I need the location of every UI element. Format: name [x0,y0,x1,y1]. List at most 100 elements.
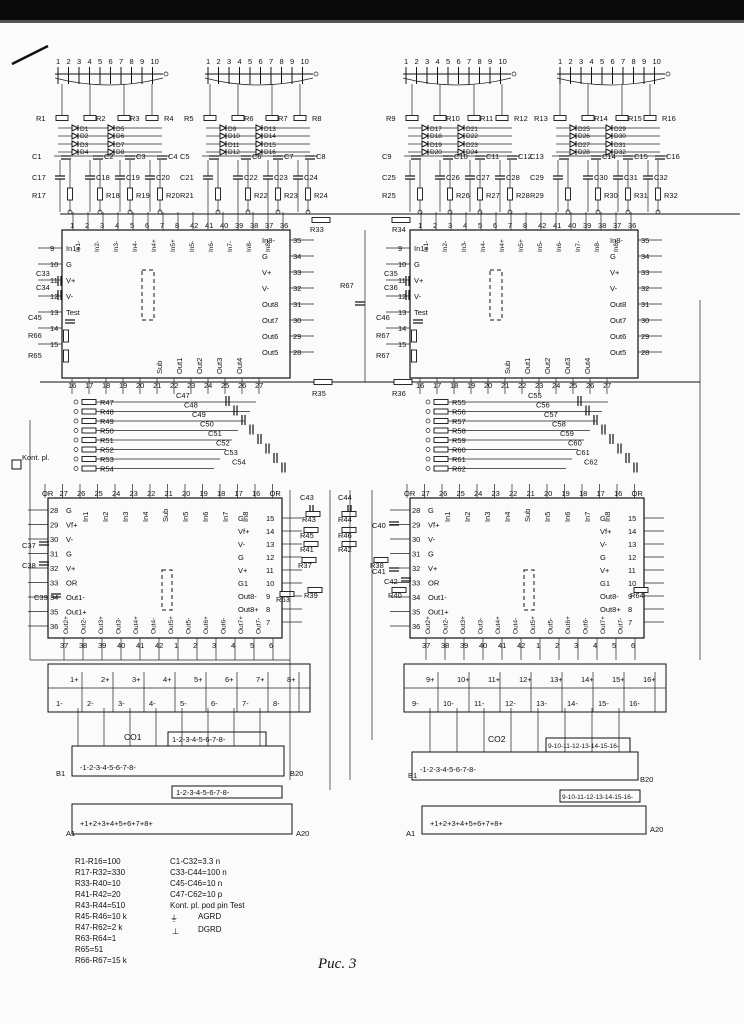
upper-left-label-In8+: In8+ [265,239,272,252]
resistor [433,446,449,453]
channel-right-14-: 14- [567,699,578,708]
channel-left-1+: 1+ [70,675,79,684]
resistor [341,541,357,547]
channel-left-6-: 6- [211,699,218,708]
upper-left-pin-2: 2 [85,221,89,230]
lower-right-label-Out4+: Out4+ [495,616,502,634]
ladder-left-C51: C51 [208,429,222,438]
upper-right-pin-19: 19 [467,381,475,390]
resistor [275,187,281,201]
label-D21: D21 [466,126,478,133]
label-C46: C46 [376,313,390,322]
label-C45: C45 [28,313,42,322]
connector-top-pin-5: 5 [446,57,450,66]
upper-left-label-In1+: In1+ [66,244,81,253]
upper-left-label-V+: V+ [262,268,272,277]
upper-right-pin-23: 23 [535,381,543,390]
label-D12: D12 [228,149,240,156]
upper-left-pin-11: 11 [50,276,58,285]
lower-right-label-In1: In1 [443,512,452,522]
resistor [433,399,449,405]
label-C19: C19 [126,173,140,182]
lower-left-pin-OR: OR [42,489,54,498]
lower-right-pin-7: 7 [628,618,632,627]
lower-left-label-G: G [238,514,244,523]
diode-icon [255,132,264,140]
lower-right-pin-36: 36 [412,622,420,631]
lower-right-pin-5: 5 [612,641,616,650]
lower-right-label-Out4-: Out4- [513,618,520,634]
lower-left-label-Out3+: Out3+ [98,616,105,634]
resistor [341,511,357,517]
ladder-left-R50: R50 [100,427,114,436]
label-C16: C16 [666,152,680,161]
label-D22: D22 [466,133,478,140]
lower-right-label-In4: In4 [503,512,512,522]
label-C36: C36 [384,283,398,292]
label-D24: D24 [466,149,478,156]
upper-left-pin-19: 19 [119,381,127,390]
legend-symbol-dgrd: DGRD [198,925,222,934]
upper-right-pin-27: 27 [603,381,611,390]
upper-left-pin-9: 9 [50,244,54,253]
resistor [391,217,411,223]
resistor [433,418,449,424]
label-R63: R63 [276,595,290,604]
label-C10: C10 [454,152,468,161]
channel-right-10-: 10- [443,699,454,708]
lower-right-label-In7: In7 [583,512,592,522]
upper-left-pin-33: 33 [293,268,301,277]
input-resistor [117,115,131,121]
upper-left-label-In8-: In8- [246,241,253,252]
upper-right-pin-4: 4 [463,221,467,230]
channel-left-5+: 5+ [194,675,203,684]
channel-left-8-: 8- [273,699,280,708]
label-D23: D23 [466,142,478,149]
agnd-symbol-icon: ⏚ [170,914,178,923]
label-D29: D29 [614,126,626,133]
label-R39: R39 [304,591,318,600]
lower-right-label-Out6+: Out6+ [565,616,572,634]
upper-left-pin-8: 8 [175,221,179,230]
label-R33: R33 [310,225,324,234]
lower-right-pin-8: 8 [628,605,632,614]
co1-pins: 1-2-3-4-5-6-7-8- [172,735,226,744]
lower-right-label-Out2+: Out2+ [425,616,432,634]
lower-right-label-V-: V- [600,540,608,549]
lower-right-label-In6: In6 [563,512,572,522]
channel-right-16-: 16- [629,699,640,708]
channel-left-4-: 4- [149,699,156,708]
upper-right-pin-32: 32 [641,284,649,293]
lower-right-label-V-: V- [428,535,436,544]
connector-top-pin-4: 4 [436,57,440,66]
upper-right-pin-17: 17 [433,381,441,390]
resistor [81,456,97,462]
lower-left-pin-18: 18 [217,489,225,498]
a1-label-right: A1 [406,829,415,838]
legend: R1-R16=100 R17-R32=330 R33-R40=10 R41-R4… [75,857,245,965]
lower-right-pin-12: 12 [628,553,636,562]
ladder-left-R47: R47 [100,398,114,407]
resistor [507,187,513,201]
terminal-ring [425,428,431,433]
lower-right-label-G: G [428,550,434,559]
a-header-pins: 1-2-3-4-5-6-7-8- [176,788,230,797]
label-C21: C21 [180,173,194,182]
diode-icon [569,132,578,140]
lower-right-pin-OR: OR [404,489,416,498]
diode-icon [569,124,578,132]
upper-right-pin-3: 3 [448,221,452,230]
lower-left-label-Out8+: Out8+ [238,605,259,614]
lower-right-label-Out1-: Out1- [428,593,447,602]
upper-right-pin-26: 26 [586,381,594,390]
upper-right-label-Out5: Out5 [610,348,626,357]
terminal-ring [511,71,517,77]
lower-left-pin-8: 8 [266,605,270,614]
upper-left-pin-10: 10 [50,260,58,269]
lower-left-label-In5: In5 [181,512,190,522]
diode-icon [219,148,228,156]
label-D9: D9 [228,126,237,133]
upper-right-pin-39: 39 [583,221,591,230]
upper-right-label-In3-: In3- [461,241,468,252]
lower-left-pin-24: 24 [112,489,120,498]
